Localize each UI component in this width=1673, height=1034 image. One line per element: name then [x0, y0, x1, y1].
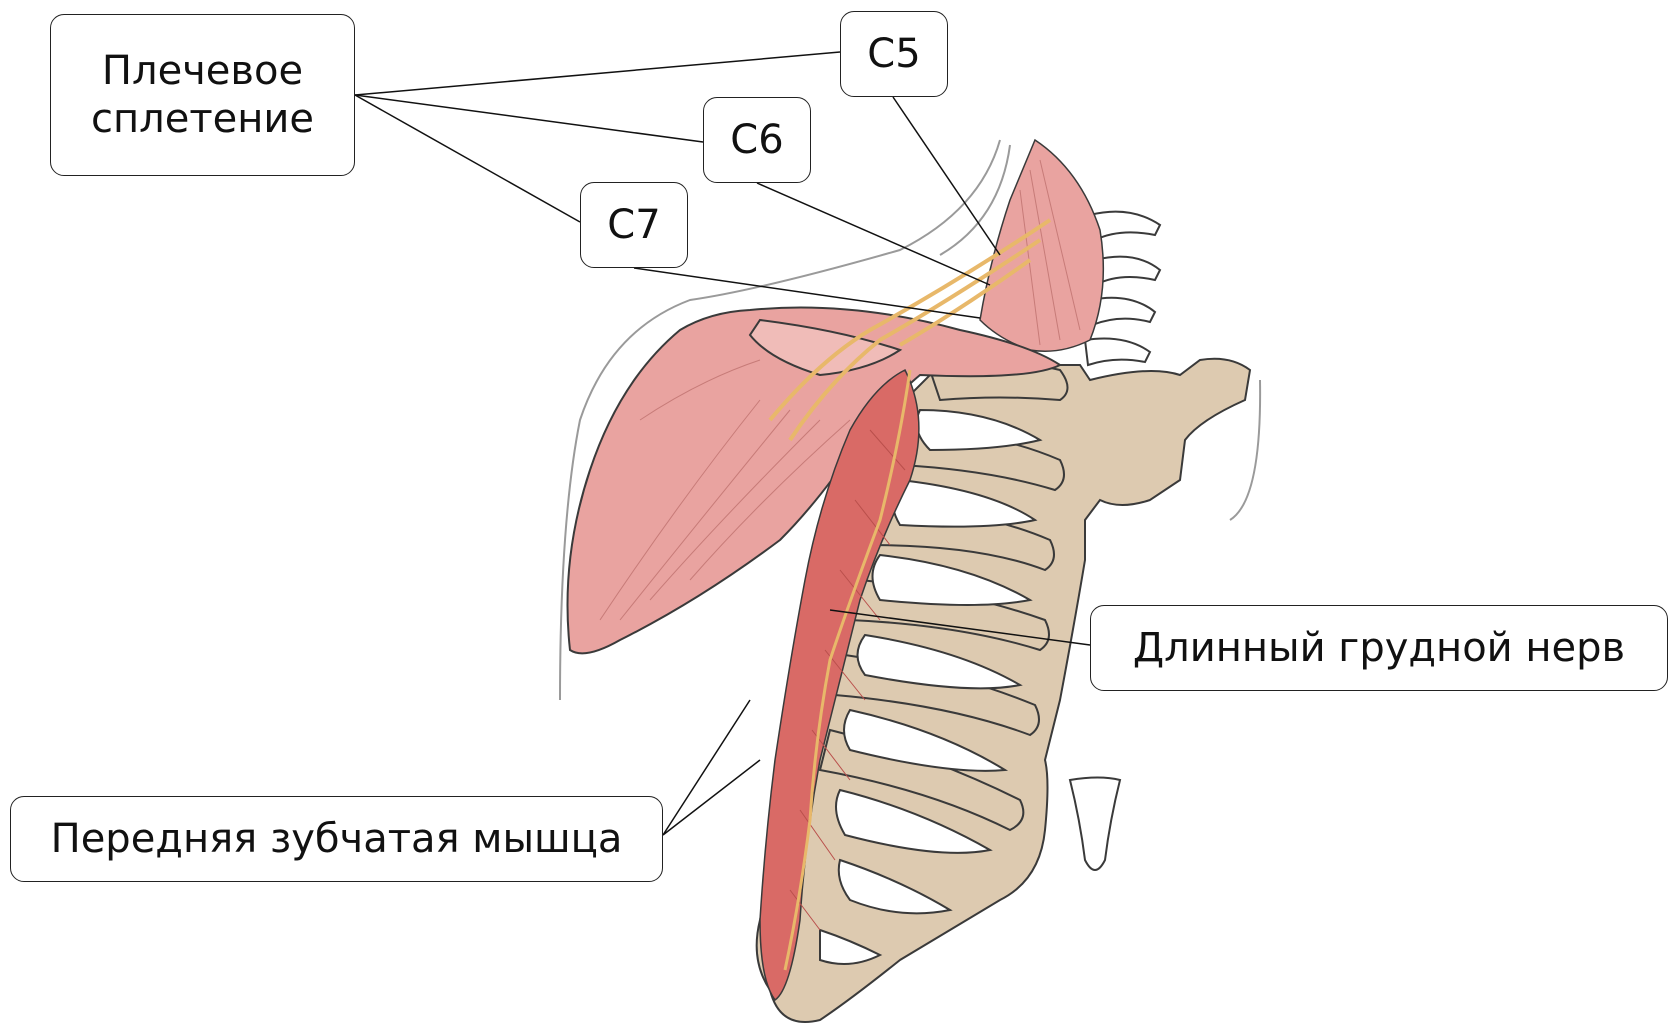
- c5-label: C5: [840, 11, 948, 97]
- neck-muscles: [980, 140, 1103, 351]
- serratus-anterior-label: Передняя зубчатая мышца: [10, 796, 663, 882]
- long-thoracic-nerve-label: Длинный грудной нерв: [1090, 605, 1668, 691]
- leader-serratus-2: [663, 760, 760, 835]
- leader-serratus-1: [663, 700, 750, 835]
- leader-plexus-c7: [355, 95, 580, 222]
- leader-c6: [757, 183, 990, 285]
- c6-label: C6: [703, 97, 811, 183]
- brachial-plexus-label: Плечевое сплетение: [50, 14, 355, 176]
- c7-label: C7: [580, 182, 688, 268]
- leader-plexus-c6: [355, 95, 703, 142]
- leader-plexus-c5: [355, 52, 840, 95]
